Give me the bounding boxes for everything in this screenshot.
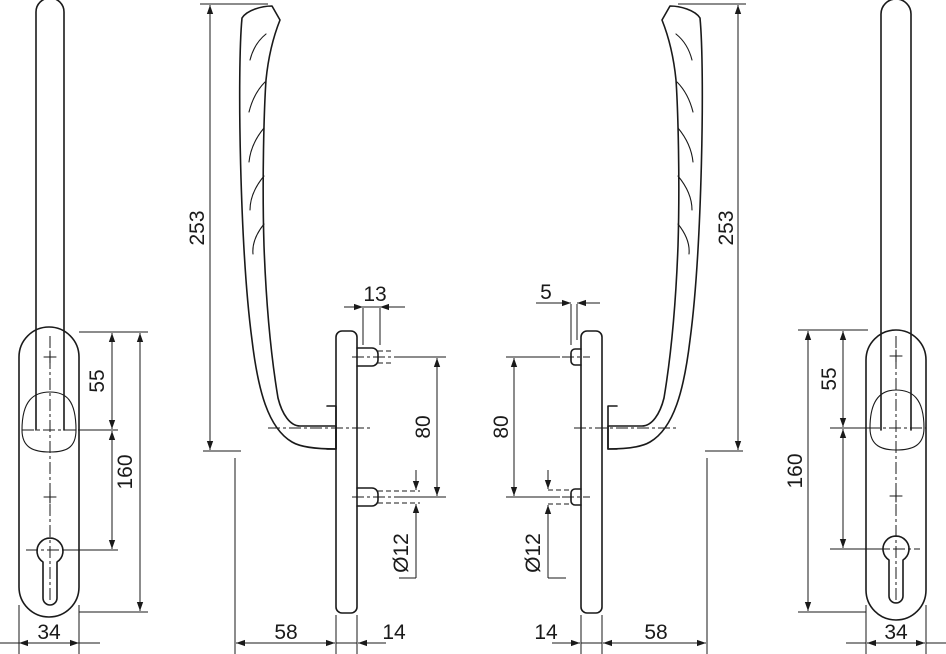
label-plate-thickness-right: 14 [534, 621, 558, 644]
rose-plate-side-right [580, 330, 603, 614]
label-screw-spacing-left: 80 [412, 415, 435, 438]
label-plate-thickness-left: 14 [382, 621, 406, 644]
side-view-right [520, 5, 704, 614]
escutcheon-plate-front-right [865, 329, 927, 621]
label-stud-length-right: 5 [540, 281, 552, 304]
escutcheon-plate-front [18, 326, 80, 618]
handle-grip-ribs [248, 33, 267, 255]
label-projection-left: 58 [274, 621, 297, 644]
label-stud-diameter-right: Ø12 [522, 533, 545, 573]
label-projection-right: 58 [644, 621, 667, 644]
front-view-left [18, 0, 80, 618]
label-plate-width-left: 34 [37, 621, 61, 644]
front-view-right [865, 0, 927, 621]
label-height-total-right: 253 [715, 210, 738, 245]
label-stud-length-left: 13 [363, 283, 386, 306]
label-spindle-offset-right: 55 [818, 367, 841, 390]
side-view-left [238, 5, 420, 614]
handle-neck [21, 391, 77, 453]
label-spindle-offset-left: 55 [86, 369, 109, 392]
handle-lever-side [238, 5, 337, 450]
dimension-labels: 55 160 34 253 13 80 Ø12 58 14 5 80 Ø12 2… [37, 210, 908, 644]
label-plate-length-left: 160 [114, 454, 137, 489]
cylinder-keyhole [36, 537, 64, 606]
handle-lever-side-right [607, 5, 704, 450]
rose-plate-side [335, 330, 358, 614]
handle-grip-ribs-right [675, 33, 694, 255]
label-stud-diameter-left: Ø12 [390, 533, 413, 573]
label-height-total-left: 253 [186, 210, 209, 245]
dimension-lines-right-side [506, 3, 746, 654]
label-plate-width-right: 34 [884, 621, 908, 644]
dimension-lines-left-side [200, 3, 446, 654]
handle-lever-front-right [880, 0, 912, 431]
handle-lever-front [35, 0, 65, 431]
dimension-lines-left-front [0, 331, 148, 654]
dimension-lines-right-front [798, 329, 946, 654]
label-screw-spacing-right: 80 [490, 415, 513, 438]
label-plate-length-right: 160 [784, 453, 807, 488]
